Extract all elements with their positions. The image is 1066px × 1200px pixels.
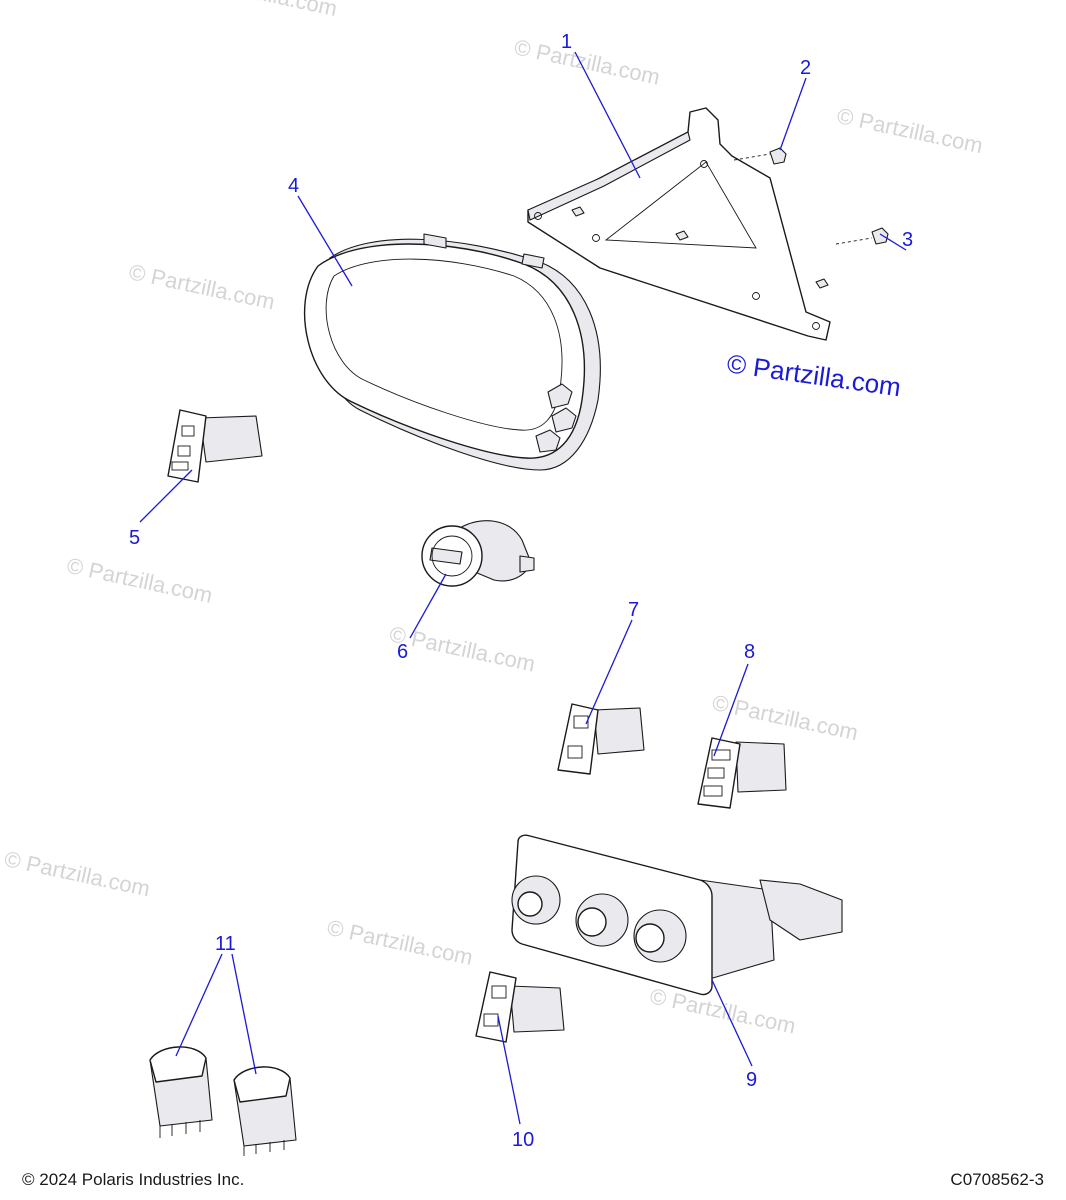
callout-2: 2 <box>800 57 811 79</box>
callout-5: 5 <box>129 527 140 549</box>
part-4-instrument-cluster <box>303 233 601 471</box>
part-10-rocker-switch <box>475 971 565 1043</box>
leader-5 <box>139 469 193 523</box>
watermark: © Partzilla.com <box>835 103 985 158</box>
callout-4: 4 <box>288 175 299 197</box>
watermark: © Partzilla.com <box>127 259 277 314</box>
leader-8 <box>713 663 749 757</box>
watermark: © Partzilla.com <box>512 34 662 89</box>
part-2-screw <box>733 147 787 165</box>
diagram-code: C0708562-3 <box>950 1170 1044 1189</box>
leader-11b <box>231 953 257 1075</box>
part-11-switch-pair <box>149 1046 297 1156</box>
part-9-hvac-control <box>511 834 843 996</box>
leader-1 <box>574 51 641 179</box>
watermark: © Partzilla.com <box>648 983 798 1038</box>
leader-6 <box>409 573 447 639</box>
part-7-rocker-switch <box>557 703 645 775</box>
copyright-notice: © 2024 Polaris Industries Inc. <box>22 1170 245 1189</box>
callout-1: 1 <box>561 31 572 53</box>
brand-mark: © Partzilla.com <box>725 348 903 402</box>
callout-6: 6 <box>397 641 408 663</box>
watermark: © Partzilla.com <box>710 690 860 745</box>
callout-9: 9 <box>746 1069 757 1091</box>
leader-lines <box>139 51 907 1125</box>
leader-9 <box>711 979 753 1067</box>
callout-3: 3 <box>902 229 913 251</box>
leader-3 <box>879 233 907 251</box>
callout-10: 10 <box>512 1129 534 1151</box>
callout-8: 8 <box>744 641 755 663</box>
watermark: © Partzilla.com <box>387 621 537 676</box>
callout-labels: 1 2 3 4 5 6 7 8 9 10 11 <box>129 31 913 1151</box>
watermark: © Partzilla.com <box>65 553 215 608</box>
watermark: © Partzilla.com <box>2 846 152 901</box>
callout-11: 11 <box>215 933 236 955</box>
leader-7 <box>585 619 633 725</box>
part-6-ignition-switch <box>421 520 535 587</box>
part-3-screw <box>835 227 889 245</box>
leader-11a <box>175 953 223 1057</box>
part-1-bracket <box>527 107 831 341</box>
callout-7: 7 <box>628 599 639 621</box>
part-5-rocker-switch <box>167 409 263 483</box>
part-8-rocker-switch <box>697 737 787 809</box>
leader-2 <box>779 77 807 151</box>
watermark: © Partzilla.com <box>189 0 339 21</box>
watermark: © Partzilla.com <box>325 915 475 970</box>
leader-4 <box>297 195 353 287</box>
leader-10 <box>497 1015 521 1125</box>
watermark-group: © Partzilla.com © Partzilla.com © Partzi… <box>2 0 985 1039</box>
